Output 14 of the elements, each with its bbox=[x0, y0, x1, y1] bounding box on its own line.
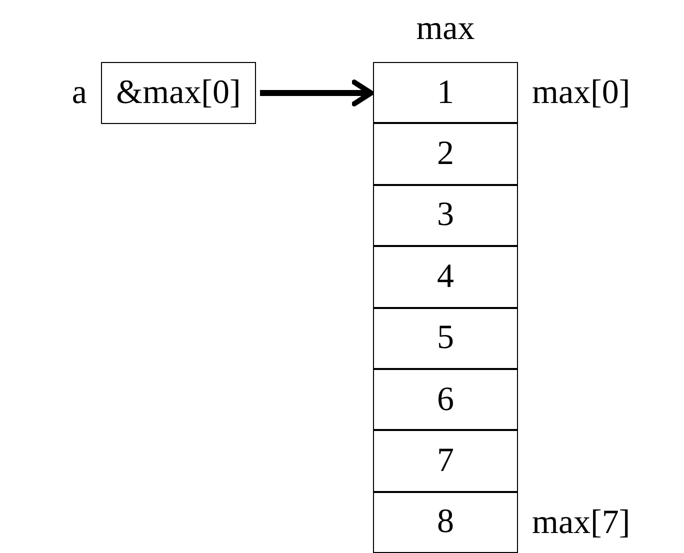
arrow bbox=[260, 80, 374, 106]
index-label: max[7] bbox=[532, 506, 630, 540]
array-cell: 3 bbox=[373, 184, 518, 246]
array-cell: 7 bbox=[373, 430, 518, 492]
variable-name: a bbox=[72, 76, 87, 110]
pointer-box: &max[0] bbox=[101, 62, 256, 124]
array-cell: 2 bbox=[373, 123, 518, 185]
index-label: max[0] bbox=[532, 76, 630, 110]
array-cell: 8 bbox=[373, 492, 518, 553]
array-cell: 1 bbox=[373, 62, 518, 124]
array-cell: 6 bbox=[373, 369, 518, 430]
array-cell: 4 bbox=[373, 246, 518, 308]
array-cell: 5 bbox=[373, 308, 518, 369]
array-name: max bbox=[416, 12, 475, 46]
